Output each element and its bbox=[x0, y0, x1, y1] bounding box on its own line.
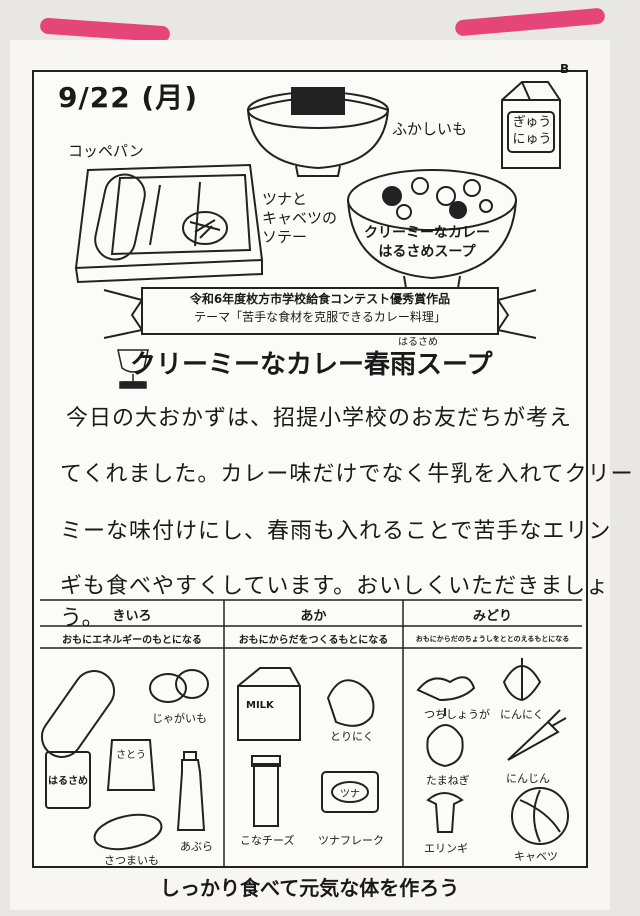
corner-mark: B bbox=[560, 62, 570, 76]
tuna-can-icon bbox=[321, 771, 379, 813]
milk-carton-icon bbox=[501, 81, 561, 169]
food-sweet-potato: さつまいも bbox=[104, 854, 159, 867]
milk-pack-label: MILK bbox=[246, 700, 274, 711]
menu-date: 9/22 (月) bbox=[58, 81, 199, 114]
potato-icon bbox=[149, 669, 209, 703]
banner-line2: テーマ「苦手な食材を克服できるカレー料理」 bbox=[194, 310, 446, 324]
food-eringi: エリンギ bbox=[424, 842, 468, 855]
chicken-icon bbox=[326, 679, 375, 727]
harusame-package-label: はるさめ bbox=[48, 776, 88, 787]
food-cabbage: キャベツ bbox=[514, 850, 558, 863]
food-powdered-cheese: こなチーズ bbox=[240, 834, 295, 847]
bread-tray-icon bbox=[74, 163, 264, 284]
feature-title: クリーミーなカレー春雨スープ bbox=[130, 350, 493, 380]
saute-label: ツナと キャベツの ソテー bbox=[262, 190, 337, 247]
trophy-icon bbox=[117, 349, 149, 389]
garlic-icon bbox=[502, 658, 542, 702]
tuna-can-label: ツナ bbox=[340, 789, 360, 800]
feature-line4: ギも食べやすくしています。おいしくいただきましょう。 bbox=[60, 574, 610, 631]
milk-pack-icon bbox=[237, 667, 301, 741]
powdered-cheese-icon bbox=[251, 755, 281, 827]
contest-banner: 令和6年度枚方市学校給食コンテスト優秀賞作品 テーマ「苦手な食材を克服できるカレ… bbox=[142, 290, 498, 326]
food-chicken: とりにく bbox=[330, 730, 374, 743]
oil-bottle-icon bbox=[176, 751, 206, 831]
group-yellow-name: きいろ bbox=[112, 609, 152, 624]
menu-frame bbox=[32, 70, 588, 868]
feature-line1: 今日の大おかずは、招提小学校のお友だちが考え bbox=[66, 406, 573, 431]
soup-label: クリーミーなカレー はるさめスープ bbox=[364, 224, 490, 262]
carrot-icon bbox=[507, 709, 567, 761]
banner-line1: 令和6年度枚方市学校給食コンテスト優秀賞作品 bbox=[189, 292, 451, 306]
group-red-desc: おもにからだをつくるもとになる bbox=[238, 635, 389, 646]
group-green-name: みどり bbox=[472, 609, 512, 624]
milk-label-line1: ぎゅう bbox=[512, 115, 552, 130]
food-carrot: にんじん bbox=[506, 772, 550, 785]
bread-roll-icon bbox=[40, 670, 116, 758]
group-red-name: あか bbox=[300, 609, 327, 624]
soup-bowl-icon bbox=[347, 169, 517, 289]
food-potato: じゃがいも bbox=[152, 712, 207, 725]
soup-label-line2: はるさめスープ bbox=[378, 244, 476, 260]
onion-icon bbox=[426, 708, 464, 768]
ribbon-banner-icon bbox=[103, 287, 537, 339]
sweet-potato-icon bbox=[93, 813, 163, 851]
food-ginger: つちしょうが bbox=[424, 708, 490, 721]
group-yellow-desc: おもにエネルギーのもとになる bbox=[62, 635, 202, 646]
milk-label: ぎゅう にゅう bbox=[512, 114, 552, 148]
title-ruby: はるさめ bbox=[398, 337, 438, 348]
saute-label-line3: ソテー bbox=[262, 228, 308, 246]
feature-line3: ミーな味付けにし、春雨も入れることで苦手なエリン bbox=[60, 519, 612, 544]
food-tuna-flake: ツナフレーク bbox=[318, 834, 384, 847]
feature-line2: てくれました。カレー味だけでなく牛乳を入れてクリー bbox=[60, 462, 634, 487]
footer-slogan: しっかり食べて元気な体を作ろう bbox=[160, 876, 460, 900]
group-green-desc: おもにからだのちょうしをととのえるもとになる bbox=[415, 635, 570, 643]
food-group-grid bbox=[40, 599, 582, 866]
food-garlic: にんにく bbox=[500, 708, 544, 721]
eringi-icon bbox=[426, 792, 464, 833]
milk-label-line2: にゅう bbox=[512, 132, 552, 147]
saute-label-line2: キャベツの bbox=[262, 209, 338, 227]
sweet-potato-bowl-icon bbox=[246, 87, 390, 177]
food-oil: あぶら bbox=[180, 840, 213, 853]
food-onion: たまねぎ bbox=[426, 774, 470, 787]
sugar-bag-label: さとう bbox=[116, 750, 146, 761]
cabbage-icon bbox=[511, 787, 569, 845]
sugar-bag-icon bbox=[106, 739, 156, 791]
harusame-package-icon bbox=[45, 751, 91, 809]
ginger-icon bbox=[416, 676, 476, 702]
dessert-label: ふかしいも bbox=[392, 120, 468, 138]
bread-label: コッペパン bbox=[68, 142, 144, 160]
saute-label-line1: ツナと bbox=[262, 190, 308, 208]
soup-label-line1: クリーミーなカレー bbox=[364, 225, 490, 241]
